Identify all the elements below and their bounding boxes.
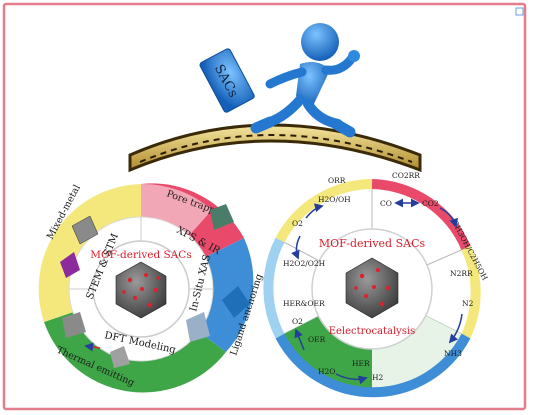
n2rr-label: N2RR [450, 269, 473, 278]
arrow-icon [294, 328, 305, 351]
arrow-icon [305, 203, 324, 219]
co2rr-species: CO2 [422, 199, 439, 208]
co2rr-species: CO [380, 199, 392, 208]
orr-species: H2O2/O2H [283, 259, 326, 268]
sacs-briefcase: SACs [199, 48, 255, 113]
arrow-icon [291, 235, 301, 260]
co2rr-label: CO2RR [392, 171, 420, 180]
right-center-title: MOF-derived SACs [319, 237, 426, 250]
her-oer-label: HER&OER [283, 299, 325, 308]
orr-label: ORR [328, 176, 346, 185]
her-oer-species: H2O [318, 367, 335, 376]
structure-image [186, 312, 210, 342]
structure-image [222, 286, 250, 318]
left-center-label: MOF-derived SACs [90, 249, 191, 261]
structure-image [62, 312, 86, 338]
structure-image [71, 215, 99, 245]
her-oer-species: H2 [372, 373, 384, 382]
structure-image [210, 204, 234, 230]
right-center-subtitle: Eelectrocatalysis [329, 326, 416, 337]
corner-icon [515, 7, 524, 16]
arrow-icon [84, 342, 101, 352]
right-circle: MOF-derived SACs Eelectrocatalysis ORR H… [263, 171, 490, 398]
arrow-icon [335, 373, 368, 385]
her-oer-species: OER [308, 335, 326, 344]
arrow-icon [439, 207, 458, 228]
structure-image [60, 252, 80, 278]
arrow-icon [448, 313, 463, 344]
her-oer-species: O2 [292, 317, 303, 326]
orr-species: H2O/OH [318, 195, 351, 204]
n2rr-species: N2 [462, 299, 474, 308]
structure-image [110, 346, 130, 368]
her-oer-species: HER [352, 359, 370, 368]
orr-species: O2 [292, 219, 303, 228]
n2rr-species: NH3 [444, 349, 462, 358]
running-figure [250, 23, 360, 138]
